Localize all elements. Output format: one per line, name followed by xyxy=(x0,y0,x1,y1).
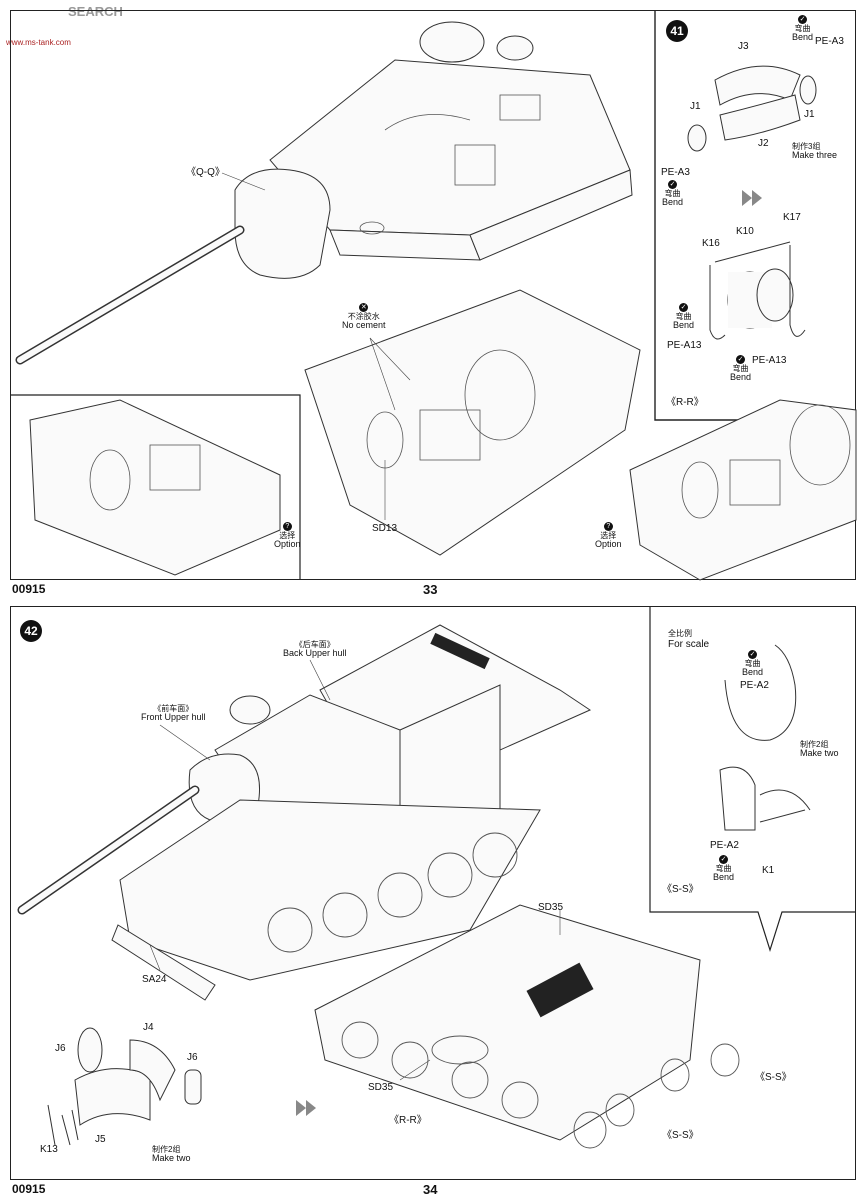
watermark-logo: SEARCH xyxy=(8,4,123,19)
page-34-frame xyxy=(10,606,856,1180)
bend-note-bottom: ✓ 弯曲 Bend xyxy=(730,355,751,382)
page-33-frame xyxy=(10,10,856,580)
scale-en: For scale xyxy=(668,639,710,650)
label-sa24: SA24 xyxy=(142,974,167,985)
make-three-note: 制作3组 Make three xyxy=(792,142,837,160)
option-note-right: ? 选择 Option xyxy=(595,522,622,549)
label-rr: 《R-R》 xyxy=(389,1115,427,1126)
label-qq: 《Q-Q》 xyxy=(186,167,225,178)
label-k16: K16 xyxy=(702,238,720,249)
label-k10: K10 xyxy=(736,226,754,237)
bend-note-cn: 弯曲 xyxy=(794,24,811,34)
label-j3: J3 xyxy=(738,41,749,52)
label-rr: 《R-R》 xyxy=(666,397,704,408)
back-hull-note: 《后车面》 Back Upper hull xyxy=(283,640,347,658)
bend-note-en: Bend xyxy=(673,320,695,331)
bend-note-en: Bend xyxy=(792,32,814,43)
bend-note-cn: 弯曲 xyxy=(664,189,681,199)
make-three-cn: 制作3组 xyxy=(792,142,821,151)
label-pe-a13-right: PE-A13 xyxy=(752,355,787,366)
bend-note-en: Bend xyxy=(742,667,764,678)
label-pe-a3-left: PE-A3 xyxy=(661,167,690,178)
bend-note-scale: ✓ 弯曲 Bend xyxy=(742,650,763,677)
label-k1: K1 xyxy=(762,865,775,876)
step-number-41: 41 xyxy=(666,20,688,42)
no-cement-en: No cement xyxy=(342,320,386,331)
option-cn: 选择 xyxy=(279,531,296,541)
bend-note-cn: 弯曲 xyxy=(675,312,692,322)
label-j1-right: J1 xyxy=(804,109,815,120)
label-j5: J5 xyxy=(95,1134,106,1145)
label-ss-right: 《S-S》 xyxy=(755,1072,792,1083)
option-note-left: ? 选择 Option xyxy=(274,522,301,549)
bend-note-top: ✓ 弯曲 Bend xyxy=(792,15,813,42)
bend-note-cn: 弯曲 xyxy=(715,864,732,874)
label-sd35-top: SD35 xyxy=(538,902,564,913)
label-j6-left: J6 xyxy=(55,1043,66,1054)
back-hull-en: Back Upper hull xyxy=(283,648,347,658)
label-j4: J4 xyxy=(143,1022,154,1033)
label-pe-a13-left: PE-A13 xyxy=(667,340,702,351)
bend-note-en: Bend xyxy=(662,197,684,208)
scale-cn: 全比例 xyxy=(668,629,692,638)
label-k17: K17 xyxy=(783,212,801,223)
page-34-code: 00915 xyxy=(12,1182,46,1196)
bend-note-en: Bend xyxy=(713,872,735,883)
bend-note-left: ✓ 弯曲 Bend xyxy=(662,180,683,207)
label-pe-a2-top: PE-A2 xyxy=(740,680,769,691)
make-three-en: Make three xyxy=(792,150,838,160)
make-two-en: Make two xyxy=(152,1153,191,1163)
bend-icon: ✓ xyxy=(668,180,678,190)
option-icon: ? xyxy=(603,522,613,532)
page-33-code: 00915 xyxy=(12,582,46,596)
bend-note-mid: ✓ 弯曲 Bend xyxy=(673,303,694,330)
front-hull-cn: 《前车面》 xyxy=(153,704,194,713)
step-number-42: 42 xyxy=(20,620,42,642)
make-two-cn: 制作2组 xyxy=(800,740,829,749)
bend-icon: ✓ xyxy=(719,855,729,865)
bend-icon: ✓ xyxy=(736,355,746,365)
front-hull-en: Front Upper hull xyxy=(141,712,206,722)
label-j2: J2 xyxy=(758,138,769,149)
bend-icon: ✓ xyxy=(679,303,689,313)
watermark-brand: SEARCH xyxy=(68,4,123,19)
label-sd35-bottom: SD35 xyxy=(368,1082,394,1093)
make-two-en: Make two xyxy=(800,748,839,758)
scale-note: 全比例 For scale xyxy=(668,628,709,650)
bend-note-inset-bottom: ✓ 弯曲 Bend xyxy=(713,855,734,882)
bend-icon: ✓ xyxy=(748,650,758,660)
page-33-number: 33 xyxy=(423,582,438,597)
label-j6-right: J6 xyxy=(187,1052,198,1063)
watermark-site: www.ms-tank.com xyxy=(6,38,71,47)
page-34-number: 34 xyxy=(423,1182,438,1197)
make-two-cn: 制作2组 xyxy=(152,1145,181,1154)
bend-note-cn: 弯曲 xyxy=(732,364,749,374)
option-cn: 选择 xyxy=(600,531,617,541)
page-33-drawing xyxy=(10,10,857,581)
front-hull-note: 《前车面》 Front Upper hull xyxy=(141,704,206,722)
page-34-drawing xyxy=(17,606,856,1149)
label-pe-a3-top: PE-A3 xyxy=(815,36,844,47)
make-two-note-inset: 制作2组 Make two xyxy=(800,740,839,758)
bend-icon: ✓ xyxy=(798,15,808,25)
no-cement-icon: ✕ xyxy=(359,303,369,313)
option-en: Option xyxy=(274,539,301,550)
option-en: Option xyxy=(595,539,622,550)
label-ss-inset: 《S-S》 xyxy=(662,884,699,895)
label-pe-a2-bottom: PE-A2 xyxy=(710,840,739,851)
bend-note-cn: 弯曲 xyxy=(744,659,761,669)
page-34: 42 《后车面》 Back Upper hull 《前车面》 Front Upp… xyxy=(0,600,866,1200)
option-icon: ? xyxy=(282,522,292,532)
back-hull-cn: 《后车面》 xyxy=(294,640,335,649)
page-33: 41 《Q-Q》 J3 PE-A3 ✓ 弯曲 Bend J1 J1 J2 制作3… xyxy=(10,10,857,597)
label-k13: K13 xyxy=(40,1144,58,1155)
make-two-note-bottom: 制作2组 Make two xyxy=(152,1145,191,1163)
no-cement-cn: 不涂胶水 xyxy=(347,312,380,322)
no-cement-note: ✕ 不涂胶水 No cement xyxy=(342,303,386,330)
label-sd13: SD13 xyxy=(372,523,398,534)
label-j1-left: J1 xyxy=(690,101,701,112)
label-ss-bottom: 《S-S》 xyxy=(662,1130,699,1141)
bend-note-en: Bend xyxy=(730,372,752,383)
